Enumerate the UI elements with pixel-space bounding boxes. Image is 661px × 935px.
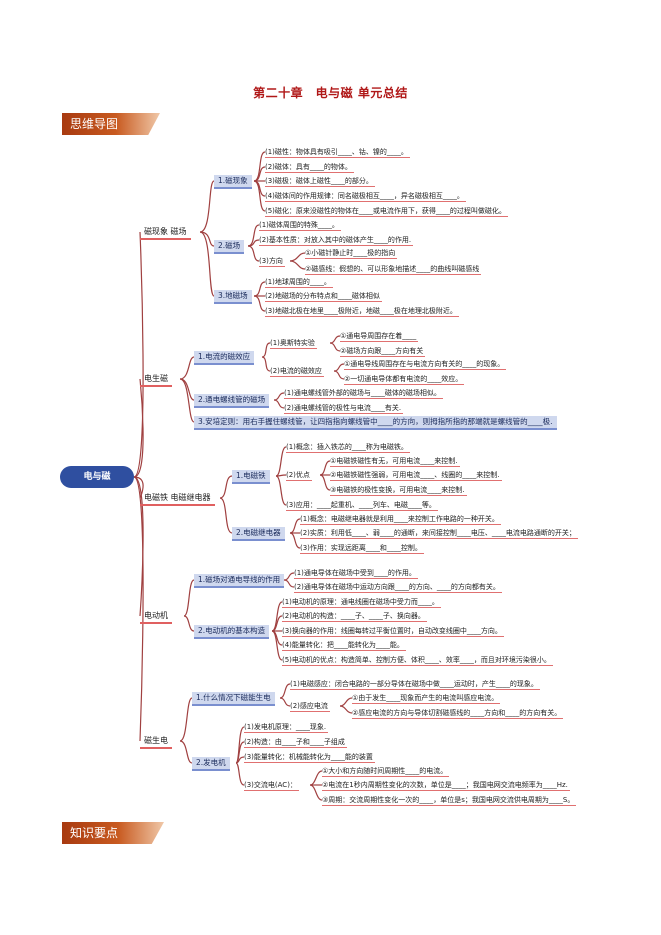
leaf: (2)构造：由____子和____子组成 (244, 738, 347, 748)
leaf: ③电磁铁的极性变换，可用电流____来控制. (330, 486, 467, 496)
leaf: (1)概念：电磁继电器就是利用____来控制工作电路的一种开关。 (300, 515, 501, 525)
section-motor: 电动机 (140, 610, 172, 624)
sub-generator: 2.发电机 (192, 757, 230, 771)
leaf: ②一切通电导体都有电流的____效应。 (344, 375, 465, 385)
leaf: ①电磁铁磁性有无，可用电流____来控制. (330, 457, 460, 467)
leaf: ②磁感线：假想的、可以形象地描述____的曲线叫磁感线 (305, 265, 482, 275)
page-title: 第二十章 电与磁 单元总结 (253, 86, 408, 100)
leaf: (2)基本性质：对放入其中的磁体产生____的作用. (259, 236, 414, 246)
sub-solenoid-field: 2.通电螺线管的磁场 (194, 394, 270, 408)
leaf: ②感应电流的方向与导体切割磁感线的____方向和____的方向有关。 (352, 709, 564, 719)
leaf: (2)实质：利用低____、弱____的通断，来间接控制____电压、____电… (300, 529, 578, 539)
leaf: (5)磁化：原来没磁性的物体在____或电流作用下，获得____的过程叫做磁化。 (265, 207, 508, 217)
root-node: 电与磁 (60, 466, 134, 488)
sub-relay: 2.电磁继电器 (232, 527, 285, 541)
section-magnetism: 磁现象 磁场 (140, 226, 191, 240)
leaf: (2)地磁场的分布特点和____磁体相似 (265, 292, 382, 302)
sub-motor-structure: 2.电动机的基本构造 (194, 625, 270, 639)
key-points-banner: 知识要点 (62, 822, 164, 844)
leaf: (2)优点 (286, 471, 312, 481)
sub-magnetic-field: 2.磁场 (214, 240, 245, 254)
leaf: (2)电动机的构造：____子、____子、换向器。 (282, 612, 427, 622)
sub-electromagnet: 1.电磁铁 (232, 470, 270, 484)
leaf: (1)奥斯特实验 (270, 339, 317, 349)
leaf: (1)电磁感应：闭合电路的一部分导体在磁场中做____运动时，产生____的现象… (290, 680, 540, 690)
leaf: ②磁场方向跟____方向有关 (340, 347, 426, 357)
leaf: (3)交流电(AC)： (244, 781, 299, 791)
leaf: (1)磁性：物体具有吸引____、钴、镍的____。 (265, 148, 410, 158)
leaf: (3)磁极：磁体上磁性____的部分。 (265, 177, 375, 187)
leaf: (2)电流的磁效应 (270, 367, 324, 377)
section-magnetism-to-electricity: 磁生电 (140, 735, 172, 749)
leaf: (3)作用：实现远距离____和____控制。 (300, 544, 424, 554)
leaf: (3)地磁北极在地里____极附近，地磁____极在地理北极附近。 (265, 307, 459, 317)
leaf: (1)概念：插入铁芯的____称为电磁铁。 (286, 443, 410, 453)
leaf: (2)通电导体在磁场中运动方向跟____的方向、____的方向都有关。 (294, 583, 502, 593)
leaf: ②电磁铁磁性强弱，可用电流____、线圈的____来控制. (330, 471, 502, 481)
leaf: (3)换向器的作用：线圈每转过平衡位置时，自动改变线圈中____方向。 (282, 627, 504, 637)
leaf: (2)磁体：具有____的物体。 (265, 163, 354, 173)
leaf: (2)感应电流 (290, 702, 330, 712)
leaf: (2)通电螺线管的极性与电流____有关. (284, 404, 404, 414)
leaf: (1)发电机原理：____现象. (244, 723, 329, 733)
leaf: (1)通电导体在磁场中受到____的作用。 (294, 569, 418, 579)
sub-current-magnetic-effect: 1.电流的磁效应 (194, 351, 255, 365)
leaf: (4)磁体间的作用规律：同名磁极相互____，异名磁极相互____。 (265, 192, 466, 202)
leaf: (3)能量转化：机械能转化为____能的装置 (244, 753, 375, 763)
sub-geomagnetic: 3.地磁场 (214, 290, 252, 304)
leaf: (1)通电螺线管外部的磁场与____磁体的磁场相似。 (284, 389, 443, 399)
leaf: ①大小和方向随时间周期性____的电流。 (322, 767, 450, 777)
leaf: ②电流在1秒内周期性变化的次数，单位是____；我国电网交流电频率为____Hz… (322, 781, 570, 791)
leaf: (3)方向 (259, 257, 285, 267)
sub-ampere-rule: 3.安培定则：用右手握住螺线管，让四指指向螺线管中____的方向，则拇指所指的那… (194, 416, 557, 430)
leaf: (5)电动机的优点：构造简单、控制方便、体积____、效率____，而且对环境污… (282, 656, 553, 666)
sub-magnetic-phenomena: 1.磁现象 (214, 175, 252, 189)
sub-induction-conditions: 1.什么情况下磁能生电 (192, 692, 275, 706)
leaf: ①小磁针静止时____极的指向 (305, 249, 398, 259)
leaf: ①通电导线周围存在与电流方向有关的____的现象。 (344, 360, 507, 370)
leaf: (1)电动机的原理：通电线圈在磁场中受力而____。 (282, 598, 441, 608)
section-electricity-to-magnetism: 电生磁 (140, 373, 172, 387)
leaf: (4)能量转化：把____能转化为____能。 (282, 641, 406, 651)
sub-force-on-wire: 1.磁场对通电导线的作用 (194, 574, 285, 588)
leaf: (3)应用：____起重机、____列车、电磁____等。 (286, 501, 438, 511)
leaf: (1)磁体周围的特殊____。 (259, 221, 341, 231)
leaf: ③周期：交流周期性变化一次的____，单位是s；我国电网交流供电周期为____S… (322, 796, 577, 806)
mindmap-banner: 思维导图 (62, 113, 160, 135)
leaf: ①通电导周围存在着____ (340, 332, 419, 342)
leaf: (1)地球周围的____。 (265, 278, 333, 288)
leaf: ①由于发生____现象而产生的电流叫感应电流。 (352, 694, 501, 704)
section-electromagnet: 电磁铁 电磁继电器 (140, 492, 215, 506)
